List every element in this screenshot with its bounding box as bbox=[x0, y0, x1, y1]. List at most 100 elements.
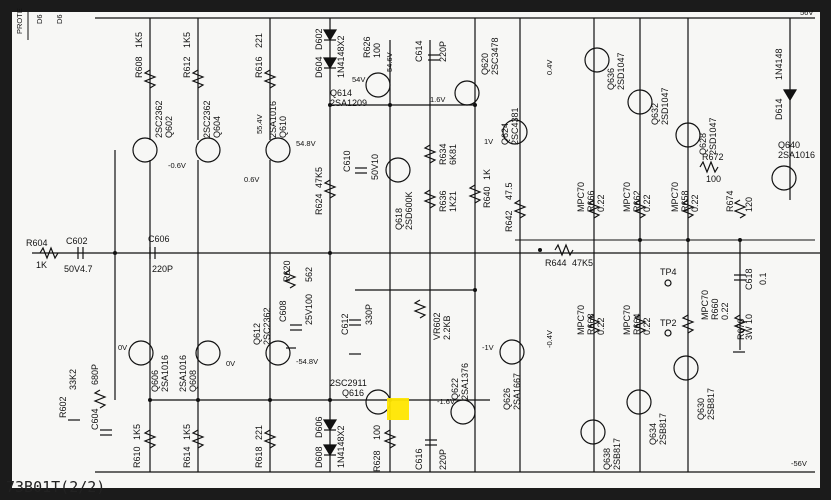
resistor-type: MPC70 bbox=[622, 182, 632, 212]
transistor-label: Q616 bbox=[342, 388, 364, 398]
transistor-type: 2SA1016 bbox=[268, 101, 278, 138]
resistor-label: R618 bbox=[254, 446, 264, 468]
resistor-value: 6K81 bbox=[448, 144, 458, 165]
resistor-label: R640 bbox=[482, 186, 492, 208]
resistor-label: R614 bbox=[182, 446, 192, 468]
transistor-label: Q618 bbox=[394, 208, 404, 230]
resistor-value: 221 bbox=[254, 425, 264, 440]
capacitor-label: C614 bbox=[414, 40, 424, 62]
voltage-label: -0.4V bbox=[545, 330, 554, 348]
diode-type: 1N4148X2 bbox=[336, 35, 346, 78]
capacitor-label: C608 bbox=[278, 300, 288, 322]
svg-text:-56V: -56V bbox=[791, 459, 807, 468]
voltage-label: -54.8V bbox=[296, 357, 318, 366]
resistor-value: 562 bbox=[304, 267, 314, 282]
voltage-label: 1V bbox=[484, 137, 493, 146]
transistor-type: 2SA1209 bbox=[330, 98, 367, 108]
resistor-value: 0.22 bbox=[690, 194, 700, 212]
diode-label: D606 bbox=[314, 416, 324, 438]
resistor-label: R620 bbox=[282, 260, 292, 282]
resistor-value: 100 bbox=[372, 425, 382, 440]
resistor-value: 100 bbox=[372, 43, 382, 58]
capacitor-value: 0.1 bbox=[758, 272, 768, 285]
resistor-value: 0.22 bbox=[596, 317, 606, 335]
junction-dots bbox=[113, 103, 742, 402]
capacitor-label: C618 bbox=[744, 268, 754, 290]
resistor-label: R616 bbox=[254, 56, 264, 78]
resistor-label: R674 bbox=[725, 190, 735, 212]
transistor-label: Q610 bbox=[278, 116, 288, 138]
transistor-type: 2SA1016 bbox=[178, 355, 188, 392]
transistor-type: 2SD1047 bbox=[616, 52, 626, 90]
transistor-type: 2SC2362 bbox=[262, 307, 272, 345]
resistor-label: R608 bbox=[134, 56, 144, 78]
resistor-value: 221 bbox=[254, 33, 264, 48]
resistor-value: 120 bbox=[744, 197, 754, 212]
transistor-label: Q624 bbox=[500, 123, 510, 145]
ground-symbols bbox=[68, 347, 745, 421]
voltage-label: 54.8V bbox=[296, 139, 316, 148]
transistor-label: Q622 bbox=[450, 378, 460, 400]
test-point-label: TP4 bbox=[660, 267, 677, 277]
transistor-type: 2SA1016 bbox=[160, 355, 170, 392]
resistor-label: R672 bbox=[702, 152, 724, 162]
transistor-type: 2SA1376 bbox=[460, 363, 470, 400]
voltage-label: 54.6V bbox=[385, 52, 394, 72]
trimmer-label: VR602 bbox=[432, 312, 442, 340]
resistor-label: R626 bbox=[362, 36, 372, 58]
capacitor-value: 220P bbox=[438, 449, 448, 470]
paper bbox=[12, 12, 820, 488]
resistor-value: 0.22 bbox=[596, 194, 606, 212]
resistor-value: 1K5 bbox=[134, 32, 144, 48]
diode-type: 1N4148X2 bbox=[336, 425, 346, 468]
transistor-label: Q614 bbox=[330, 88, 352, 98]
voltage-label: 0.4V bbox=[545, 60, 554, 75]
transistor-type: 2SB817 bbox=[658, 413, 668, 445]
resistor-type: MPC70 bbox=[576, 305, 586, 335]
capacitor-label: C604 bbox=[90, 408, 100, 430]
capacitor-value: 220P bbox=[438, 41, 448, 62]
resistor-value: 100 bbox=[706, 174, 721, 184]
transistor-type: 2SC4381 bbox=[510, 107, 520, 145]
transistor-label: Q630 bbox=[696, 398, 706, 420]
positive-rail: 56V bbox=[95, 8, 815, 19]
capacitor-value: 680P bbox=[90, 364, 100, 385]
resistor-label: R668 bbox=[586, 313, 596, 335]
resistor-label: R602 bbox=[58, 396, 68, 418]
fragment-text: D6 bbox=[55, 14, 64, 24]
resistor-label: R644 bbox=[545, 258, 567, 268]
svg-text:56V: 56V bbox=[800, 8, 813, 17]
resistor-label: R612 bbox=[182, 56, 192, 78]
transistor-label: Q632 bbox=[650, 103, 660, 125]
transistor-type: 2SC3478 bbox=[490, 37, 500, 75]
transistor-label: Q640 bbox=[778, 140, 800, 150]
highlight-marker[interactable] bbox=[387, 398, 409, 420]
resistor-label: R610 bbox=[132, 446, 142, 468]
diode-label: D614 bbox=[774, 98, 784, 120]
transistor-label: Q626 bbox=[502, 388, 512, 410]
resistor-value: 47K5 bbox=[572, 258, 593, 268]
transistor-label: Q604 bbox=[212, 116, 222, 138]
transistor-label: Q602 bbox=[164, 116, 174, 138]
resistor-label: R624 bbox=[314, 193, 324, 215]
resistor-label: R642 bbox=[504, 210, 514, 232]
diode-type: 1N4148 bbox=[774, 48, 784, 80]
resistor-type: MPC70 bbox=[670, 182, 680, 212]
transistor-type: 2SA1016 bbox=[778, 150, 815, 160]
test-point-label: TP2 bbox=[660, 318, 677, 328]
transistor-type: 2SD600K bbox=[404, 191, 414, 230]
resistor-label: R636 bbox=[438, 190, 448, 212]
diode-label: D602 bbox=[314, 28, 324, 50]
transistor-label: Q634 bbox=[648, 423, 658, 445]
resistor-type: MPC70 bbox=[576, 182, 586, 212]
resistor-value: 1K21 bbox=[448, 191, 458, 212]
capacitor-label: C602 bbox=[66, 236, 88, 246]
resistor-label: R670 bbox=[736, 318, 746, 340]
transistor-label: Q620 bbox=[480, 53, 490, 75]
resistor-label: R666 bbox=[586, 190, 596, 212]
resistor-value: 1K5 bbox=[182, 32, 192, 48]
transistor-type: 2SC2911 bbox=[330, 378, 367, 388]
resistor-type: MPC70 bbox=[700, 290, 710, 320]
